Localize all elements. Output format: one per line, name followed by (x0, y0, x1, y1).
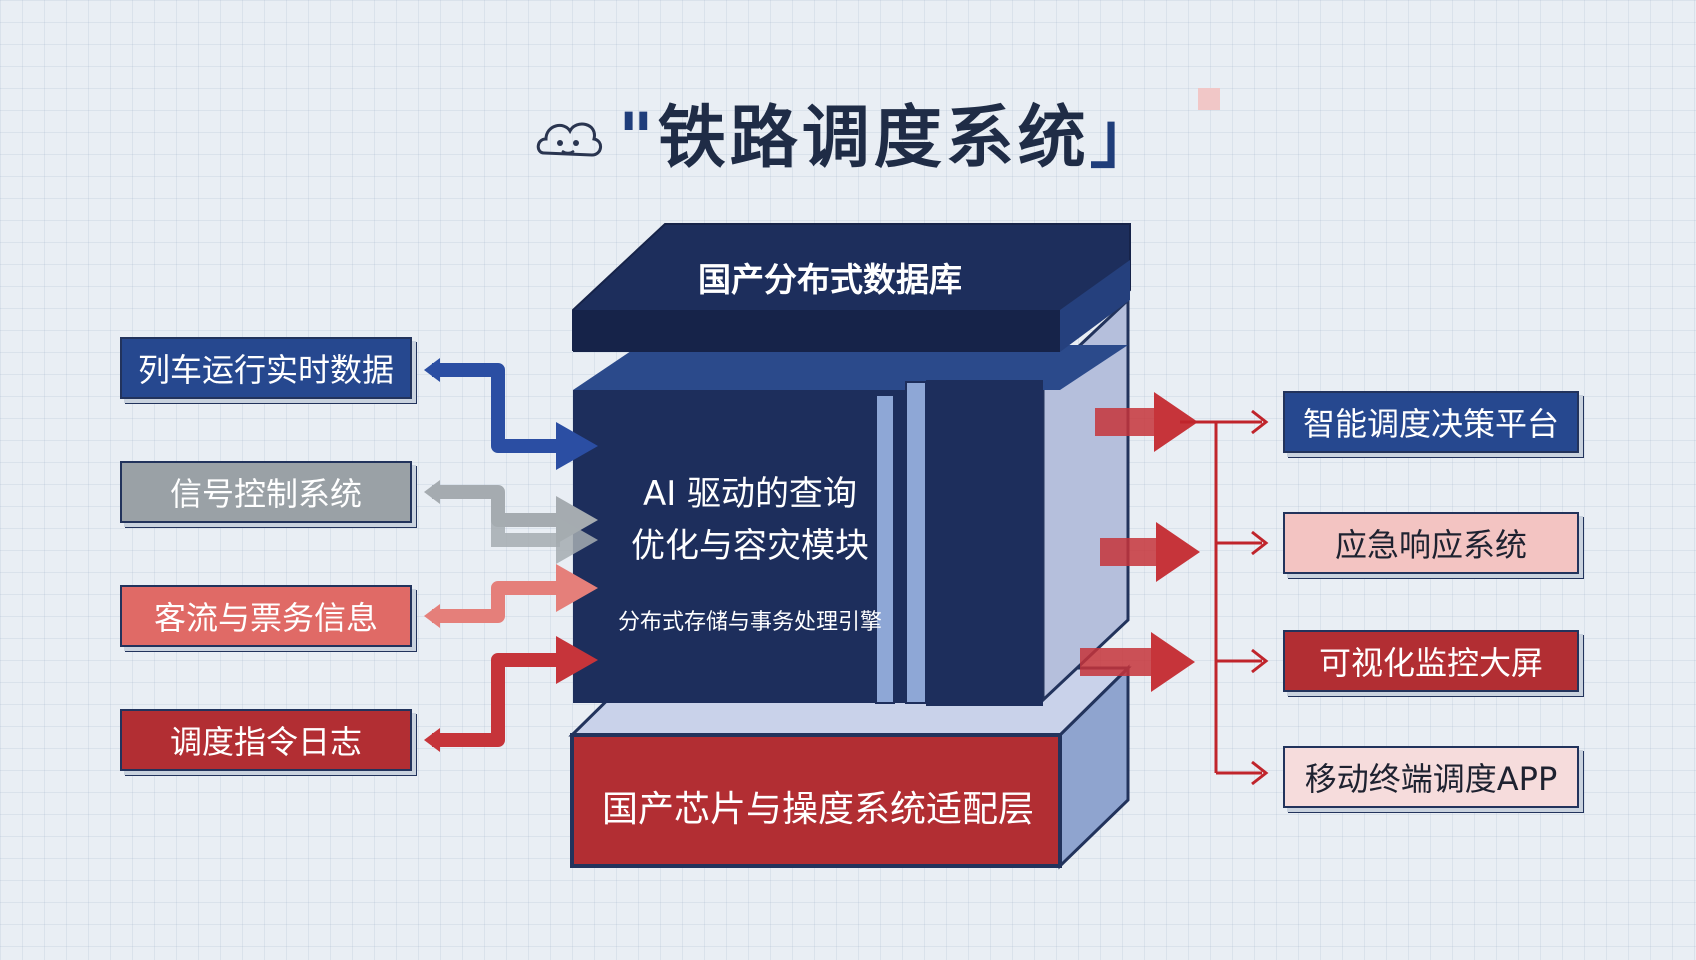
core-block (573, 296, 1130, 706)
title-text: 铁路调度系统 (657, 99, 1090, 178)
input-connector-tail (424, 728, 440, 752)
core-top-face (573, 345, 1128, 390)
core-title-line-1: AI 驱动的查询 (642, 474, 858, 514)
output-label: 智能调度决策平台 (1302, 405, 1559, 443)
core-right-panel (926, 380, 1043, 706)
output-box-emergency-response: 应急响应系统 (1283, 512, 1579, 574)
output-box-mobile-app: 移动终端调度APP (1283, 746, 1579, 808)
output-box-monitoring-screen: 可视化监控大屏 (1283, 630, 1579, 692)
output-connectors (1080, 392, 1269, 786)
output-fat-arrow-body (1100, 538, 1160, 566)
input-connector-arrowhead (556, 636, 598, 684)
input-box-dispatch-log: 调度指令日志 (120, 709, 412, 771)
core-subtitle: 分布式存储与事务处理引擎 (617, 610, 882, 635)
input-connector (424, 358, 598, 470)
input-connector-line (432, 653, 560, 747)
adapter-layer-label: 国产芯片与操度系统适配层 (601, 789, 1034, 830)
output-fat-arrowhead (1156, 522, 1200, 582)
decorative-square (1198, 88, 1220, 110)
output-fat-arrowhead (1151, 632, 1195, 692)
adapter-layer-front (570, 733, 1062, 868)
input-connector-branch (491, 520, 560, 547)
input-connector-arrowhead (556, 516, 598, 564)
input-label: 列车运行实时数据 (137, 351, 394, 389)
title-suffix-glyph: 」 (1089, 99, 1162, 178)
core-title-line-2: 优化与容灾模块 (631, 526, 869, 566)
input-label: 客流与票务信息 (153, 599, 378, 637)
output-box-decision-platform: 智能调度决策平台 (1283, 391, 1579, 453)
input-connector (424, 636, 598, 752)
database-slab (572, 223, 1131, 352)
output-label: 可视化监控大屏 (1318, 644, 1543, 682)
input-label: 信号控制系统 (169, 475, 362, 513)
database-slab-side (1060, 260, 1130, 352)
core-title: AI 驱动的查询 优化与容灾模块 (590, 468, 910, 572)
input-connector-line (432, 363, 560, 453)
database-label: 国产分布式数据库 (698, 260, 962, 299)
input-connector-line (432, 581, 560, 623)
input-connector (424, 480, 598, 564)
input-connector (424, 564, 598, 628)
output-branch-arrowhead (1251, 530, 1269, 556)
output-branch-arrowhead (1251, 760, 1269, 786)
database-slab-front (573, 310, 1060, 352)
output-fat-arrow-body (1095, 408, 1158, 436)
output-label: 移动终端调度APP (1304, 760, 1558, 798)
page-title: "铁路调度系统」 (0, 82, 1696, 182)
input-connector-tail (424, 480, 440, 504)
input-connector-tail (424, 358, 440, 382)
input-connectors (424, 358, 598, 752)
output-fat-arrowhead (1154, 392, 1198, 452)
output-label: 应急响应系统 (1334, 526, 1527, 564)
core-divider-stripe-1 (875, 394, 895, 704)
output-fat-arrow-body (1080, 648, 1155, 676)
input-box-signal-control: 信号控制系统 (120, 461, 412, 523)
input-label: 调度指令日志 (169, 723, 362, 761)
output-branch-arrowhead (1251, 648, 1269, 674)
input-connector-tail (424, 604, 440, 628)
cloud-face-icon (534, 103, 604, 182)
input-connector-line (432, 485, 560, 527)
input-box-passenger-ticketing: 客流与票务信息 (120, 585, 412, 647)
input-box-train-data: 列车运行实时数据 (120, 337, 412, 399)
title-prefix-glyph: " (618, 99, 658, 178)
input-connector-arrowhead (556, 422, 598, 470)
input-connector-arrowhead (556, 564, 598, 612)
output-branch-arrowhead (1251, 409, 1269, 435)
